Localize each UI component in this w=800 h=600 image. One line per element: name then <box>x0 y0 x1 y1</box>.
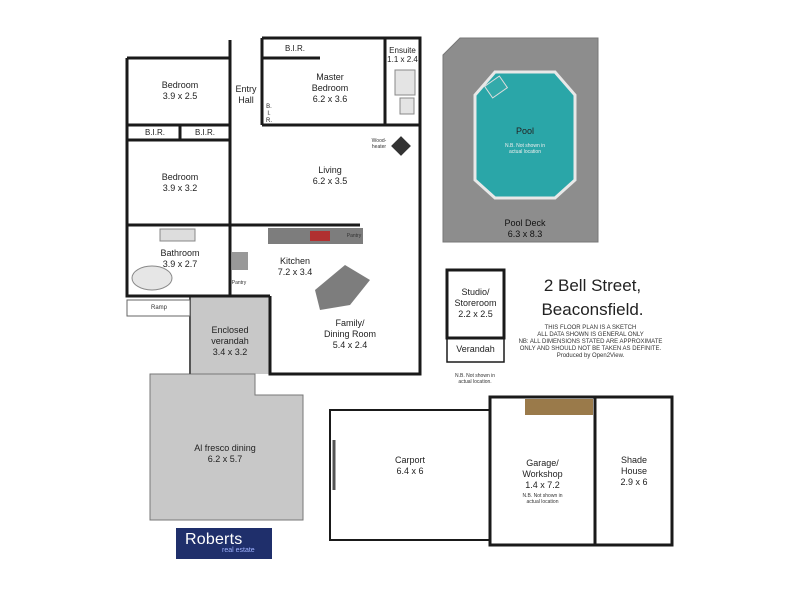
roberts-logo: Roberts real estate <box>176 528 272 559</box>
pool-label: Pool <box>515 126 534 136</box>
disclaimer: THIS FLOOR PLAN IS A SKETCH ALL DATA SHO… <box>518 325 663 359</box>
entry-hall-label: Entry Hall <box>235 84 257 105</box>
ramp <box>126 299 191 317</box>
studio-note: N.B. Not shown in actual location. <box>454 373 496 385</box>
studio-walls <box>445 268 506 363</box>
garage-note: N.B. Not shown in actual location <box>522 493 563 505</box>
studio-verandah-label: Verandah <box>456 344 495 354</box>
bir-mid-label: B. I. R. <box>266 104 272 124</box>
bir-top-label: B.I.R. <box>284 44 305 53</box>
bir-left2-label: B.I.R. <box>194 128 215 137</box>
house-walls <box>125 36 422 376</box>
logo-brand: Roberts <box>185 531 243 548</box>
kitchen-bench <box>232 228 370 310</box>
ramp-label: Ramp <box>150 305 167 311</box>
pantry2-label: Pantry <box>231 280 247 286</box>
bir-left1-label: B.I.R. <box>144 128 165 137</box>
verandah-area <box>149 296 304 521</box>
garage-walls <box>488 395 674 547</box>
pantry1-label: Pantry <box>346 233 362 239</box>
wood-heater-label: Wood- heater <box>371 138 387 150</box>
address-line1: 2 Bell Street, <box>543 276 642 295</box>
pool <box>473 70 577 200</box>
garage-bench <box>525 399 593 415</box>
bath-fixtures <box>131 69 416 291</box>
logo-tagline: real estate <box>222 547 255 554</box>
address-line2: Beaconsfield. <box>541 300 644 319</box>
pool-note: N.B. Not shown in actual location <box>504 143 546 155</box>
